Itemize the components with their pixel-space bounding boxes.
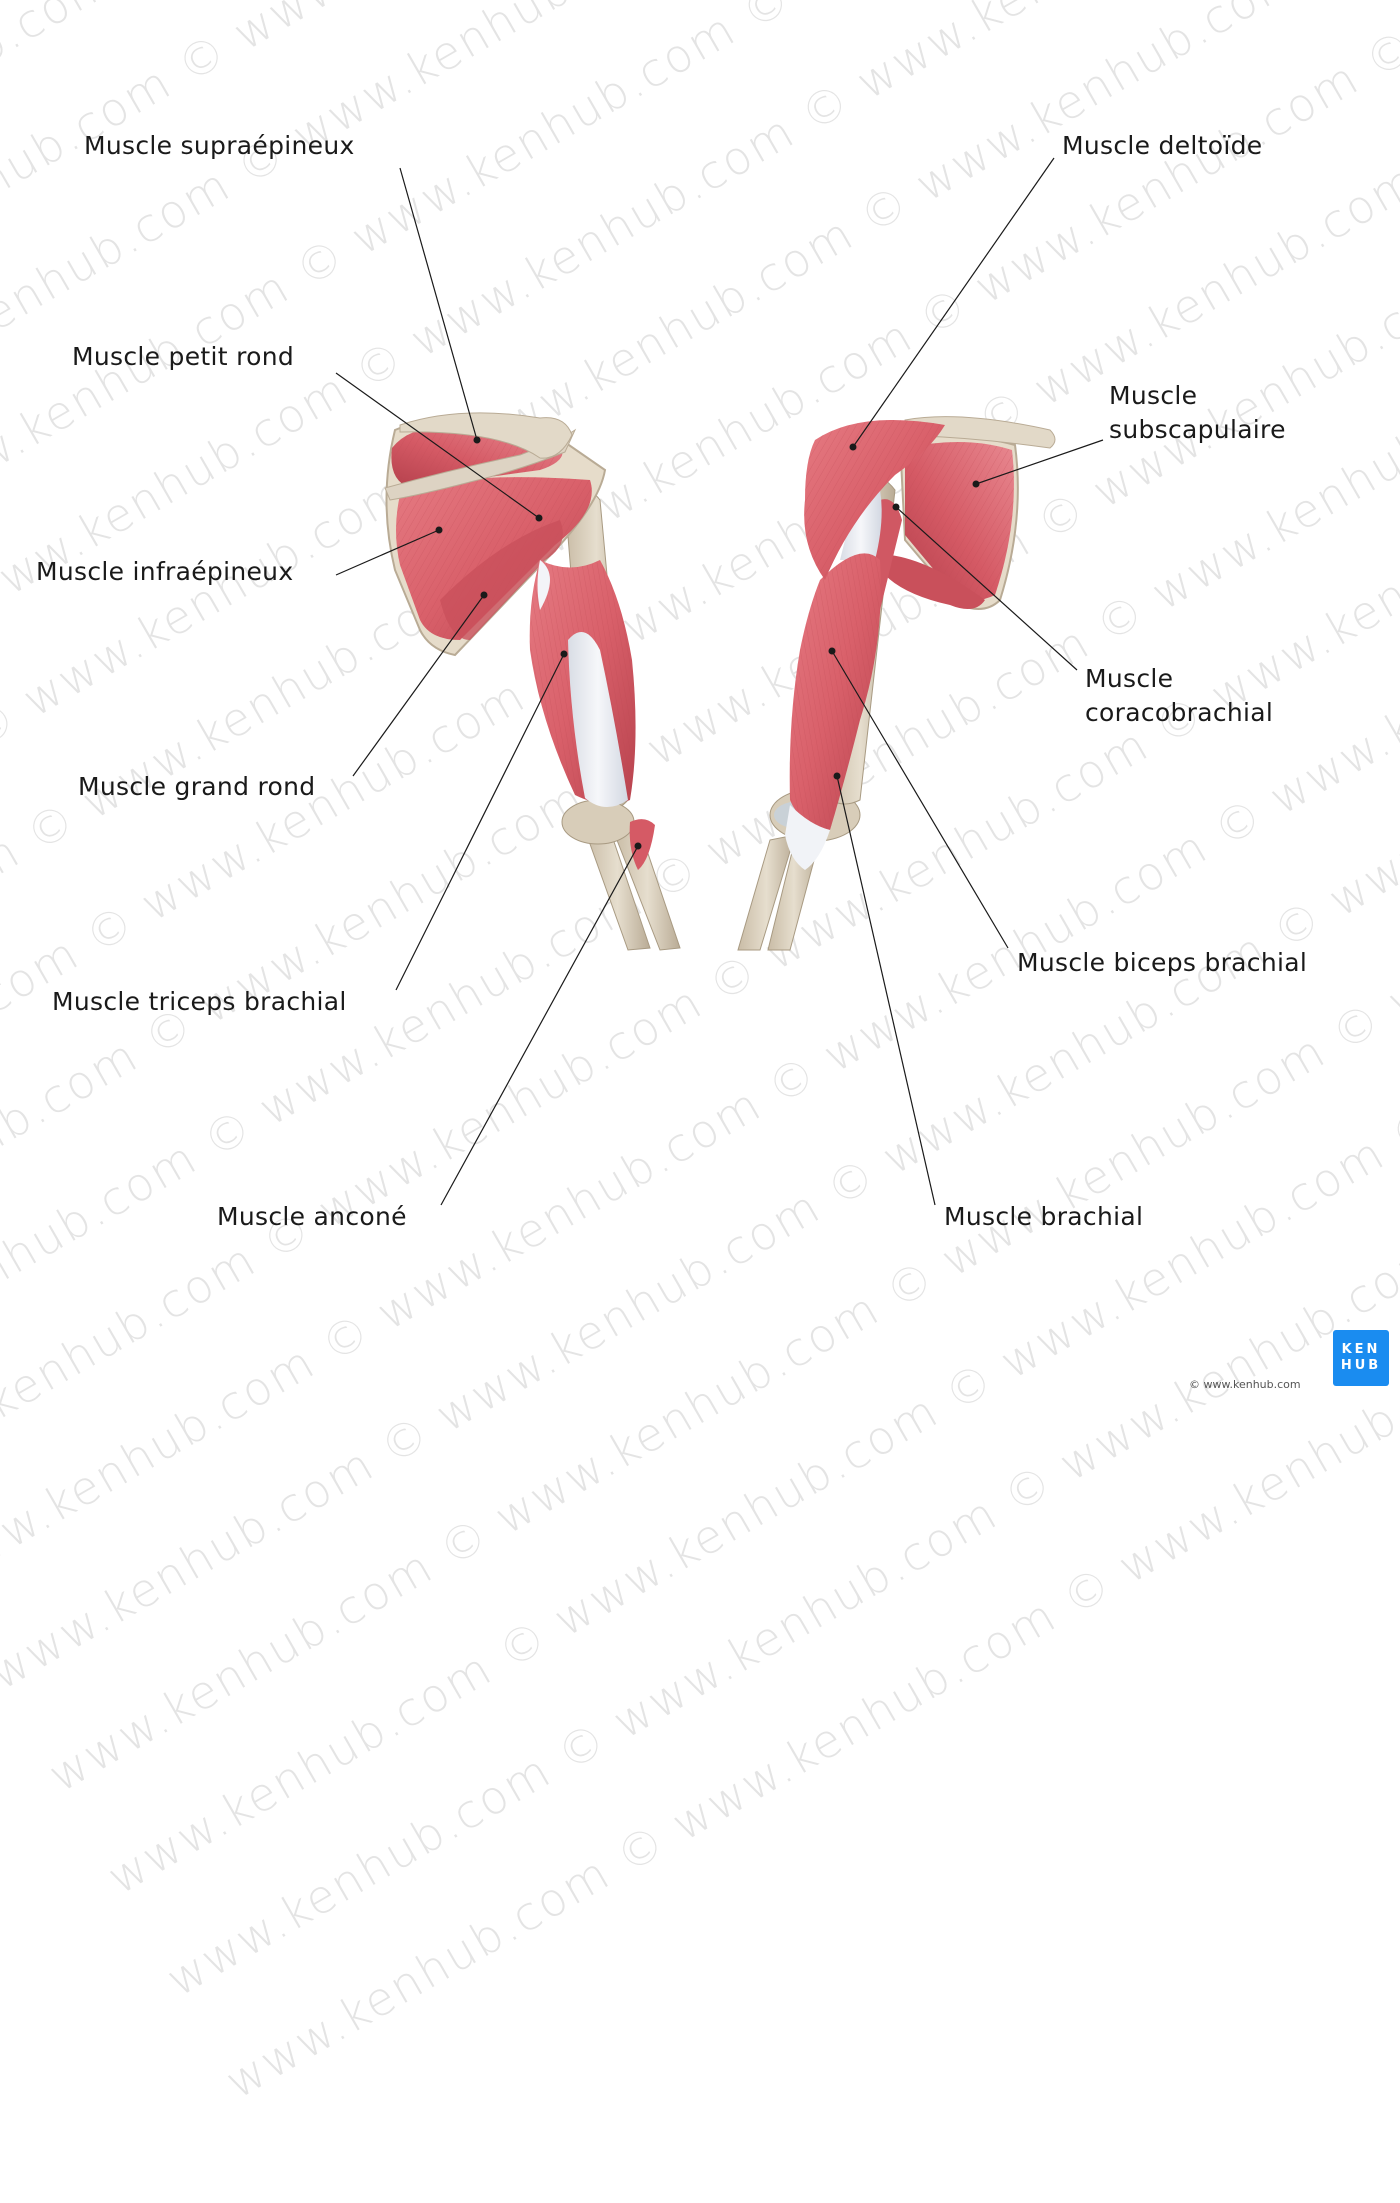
label-ancone: Muscle anconé: [217, 1202, 407, 1231]
leader-biceps: [831, 650, 1009, 949]
leader-brachial: [836, 775, 936, 1206]
label-deltoide: Muscle deltoïde: [1062, 131, 1263, 160]
endpoint-dot: [833, 772, 841, 780]
teres-major-muscle: [440, 520, 563, 640]
endpoint-dot: [480, 591, 488, 599]
label-infraepineux: Muscle infraépineux: [36, 557, 294, 586]
muscle-fiber-texture: [905, 441, 1014, 600]
triceps-long-head-tendon: [537, 560, 550, 610]
label-brachial: Muscle brachial: [944, 1202, 1144, 1231]
label-supraepineux: Muscle supraépineux: [84, 131, 355, 160]
label-triceps: Muscle triceps brachial: [52, 987, 347, 1016]
leader-supraepineux: [399, 167, 478, 441]
leader-deltoide: [852, 157, 1055, 448]
elbow-joint: [561, 799, 635, 845]
scapular-spine: [384, 428, 577, 501]
leader-ancone: [440, 845, 639, 1206]
endpoint-dot: [535, 514, 543, 522]
leader-grand-rond: [352, 594, 485, 777]
triceps-tendon: [568, 632, 628, 808]
biceps-tendon: [840, 490, 882, 560]
leader-coracobrachial: [895, 506, 1078, 671]
posterior-view: [384, 412, 681, 951]
label-grand-rond: Muscle grand rond: [78, 772, 316, 801]
endpoint-dot: [435, 526, 443, 534]
logo-line-2: HUB: [1340, 1358, 1382, 1373]
leader-endpoints: [435, 436, 980, 850]
label-coracobrachial: Muscle coracobrachial: [1085, 664, 1274, 727]
logo-line-1: KEN: [1341, 1342, 1381, 1357]
anatomy-illustration: [335, 157, 1104, 1206]
clavicle-bone: [399, 412, 573, 459]
copyright-credit: © www.kenhub.com: [1189, 1378, 1301, 1391]
endpoint-dot: [828, 647, 836, 655]
kenhub-logo: KEN HUB: [1333, 1330, 1389, 1386]
muscle-fiber-texture: [804, 420, 945, 580]
endpoint-dot: [892, 503, 900, 511]
endpoint-dot: [849, 443, 857, 451]
anconeus-muscle: [629, 819, 655, 870]
label-biceps: Muscle biceps brachial: [1017, 948, 1308, 977]
leader-petit-rond: [335, 372, 540, 519]
bicipital-aponeurosis: [785, 805, 830, 870]
label-petit-rond: Muscle petit rond: [72, 342, 295, 371]
label-subscapulaire: Muscle subscapulaire: [1109, 381, 1286, 444]
endpoint-dot: [560, 650, 568, 658]
endpoint-dot: [634, 842, 642, 850]
clavicle-bone: [904, 416, 1056, 449]
leader-lines: [335, 157, 1104, 1206]
leader-triceps: [395, 653, 565, 991]
teres-major-muscle: [885, 555, 985, 609]
muscle-fiber-texture: [789, 553, 881, 830]
anterior-view: [737, 416, 1056, 951]
leader-subscapulaire: [975, 439, 1104, 485]
leader-infraepineux: [335, 529, 440, 576]
endpoint-dot: [972, 480, 980, 488]
anatomy-diagram: www.kenhub.com © www.kenhub.com © www.ke…: [0, 0, 1400, 2109]
endpoint-dot: [473, 436, 481, 444]
